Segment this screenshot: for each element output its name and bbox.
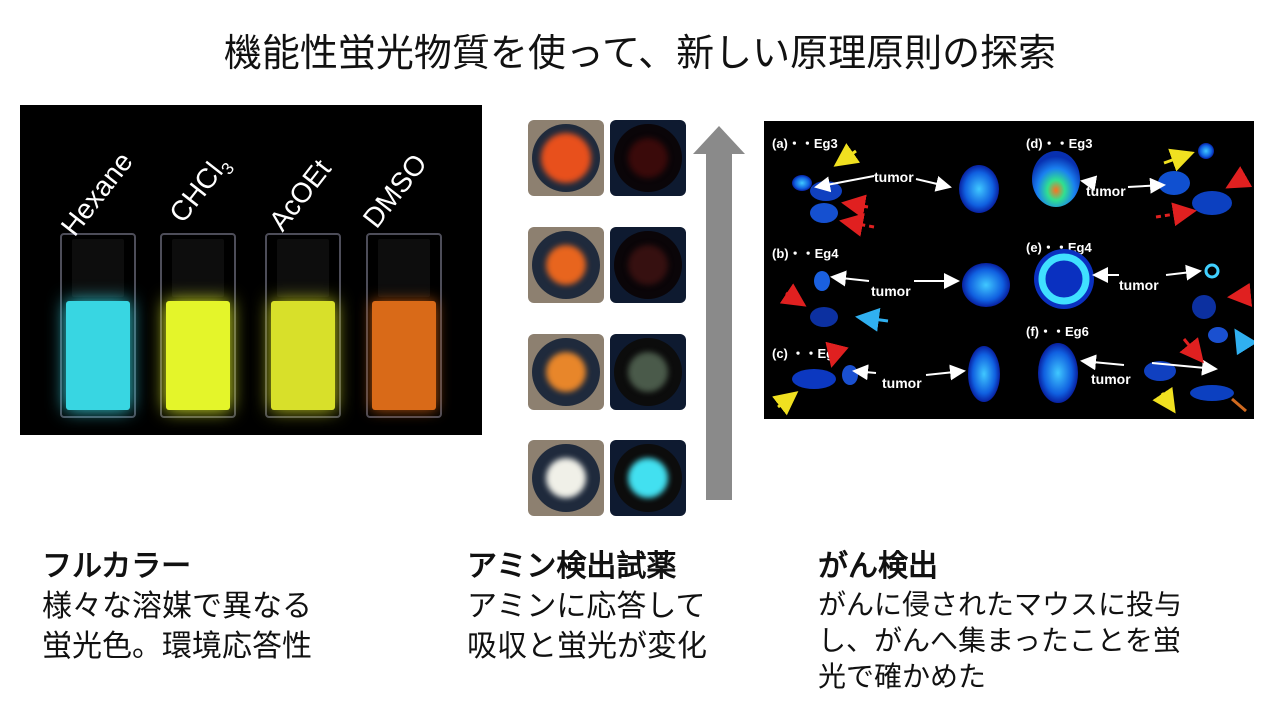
powder-dish-fluorescence <box>610 120 686 196</box>
vial-dmso <box>366 233 442 418</box>
imaging-overlay <box>772 143 1254 416</box>
powder-dish <box>528 120 604 196</box>
tumor-label: tumor <box>874 169 914 185</box>
powder-dish <box>528 227 604 303</box>
vial-label-chcl3: CHCl3 <box>163 156 239 229</box>
tumor-label: tumor <box>1091 371 1131 387</box>
tumor-label: tumor <box>882 375 922 391</box>
up-arrow-shaft <box>706 150 732 500</box>
caption-title-cancer: がん検出 <box>818 549 938 584</box>
vial-label-hexane: Hexane <box>54 146 139 242</box>
mouse-imaging-photo: (a)・・Eg3 (b)・・Eg4 (c) ・・Eg6 (d)・・Eg3 (e)… <box>764 121 1254 419</box>
powder-dish-fluorescence <box>610 334 686 410</box>
caption-body-cancer: がんに侵されたマウスに投与 し、がんへ集まったことを蛍 光で確かめた <box>818 588 1183 693</box>
slide-title: 機能性蛍光物質を使って、新しい原理原則の探索 <box>223 31 1057 75</box>
vial-acoet <box>265 233 341 418</box>
caption-body-full-color: 様々な溶媒で異なる 蛍光色。環境応答性 <box>42 589 312 664</box>
powder-dish-fluorescence <box>610 227 686 303</box>
caption-title-full-color: フルカラー <box>42 549 192 584</box>
vial-chcl3 <box>160 233 236 418</box>
caption-title-amine: アミン検出試薬 <box>467 549 677 584</box>
panel-label-a: (a)・・Eg3 <box>772 136 838 151</box>
powder-samples-photo <box>528 120 688 516</box>
powder-dish <box>528 440 604 516</box>
panel-label-f: (f)・・Eg6 <box>1026 324 1089 339</box>
vial-label-dmso: DMSO <box>356 148 433 234</box>
powder-dish <box>528 334 604 410</box>
caption-body-amine: アミンに応答して 吸収と蛍光が変化 <box>467 589 707 664</box>
up-arrow-icon <box>693 126 745 154</box>
vial-hexane <box>60 233 136 418</box>
panel-label-b: (b)・・Eg4 <box>772 246 839 261</box>
panel-label-c: (c) ・・Eg6 <box>772 346 842 361</box>
panel-label-d: (d)・・Eg3 <box>1026 136 1093 151</box>
vial-label-acoet: AcOEt <box>262 153 338 237</box>
tumor-label: tumor <box>871 283 911 299</box>
tumor-label: tumor <box>1119 277 1159 293</box>
solvent-vials-photo: Hexane CHCl3 AcOEt DMSO <box>20 105 482 435</box>
powder-dish-fluorescence <box>610 440 686 516</box>
